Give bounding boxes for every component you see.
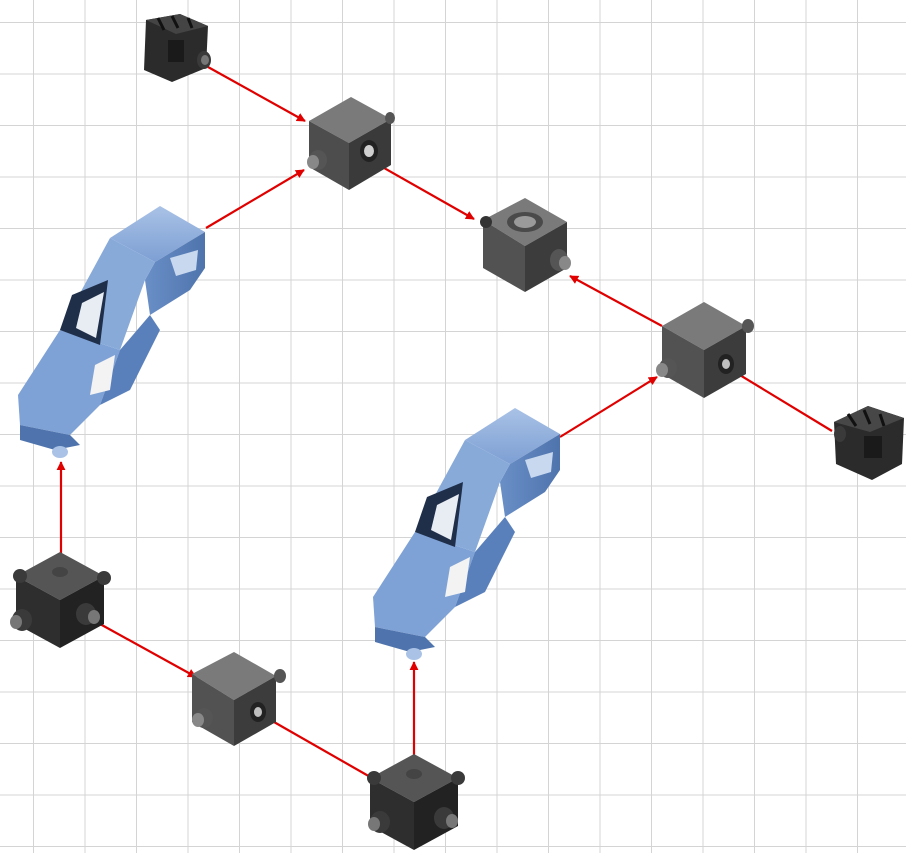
arrow-cube-bottom-left-to-cube-bottom-mid <box>99 623 197 678</box>
black-cube-bottom-right <box>367 754 465 850</box>
black-cube-bottom-left <box>10 552 111 648</box>
arrow-cube-top-to-cube-center <box>369 159 475 220</box>
blue-bracket-left <box>18 206 205 458</box>
clip-connector-a <box>144 14 211 82</box>
gray-cube-right <box>656 302 754 398</box>
arrow-connector-b-to-cube-right <box>724 365 833 432</box>
clip-connector-b <box>834 406 904 480</box>
arrow-connector-a-to-cube-top <box>207 66 306 122</box>
connection-arrows <box>56 66 833 779</box>
arrow-bracket-right-to-cube-right <box>559 376 658 438</box>
arrow-bracket-left-to-cube-top <box>205 169 305 229</box>
gray-cube-center <box>480 198 571 292</box>
blue-bracket-right <box>373 408 560 660</box>
arrow-cube-right-to-cube-center <box>569 275 663 327</box>
gray-cube-top <box>307 97 395 190</box>
arrow-cube-bottom-right-to-cube-bottom-mid <box>259 713 373 779</box>
gray-cube-bottom-mid <box>192 652 286 746</box>
